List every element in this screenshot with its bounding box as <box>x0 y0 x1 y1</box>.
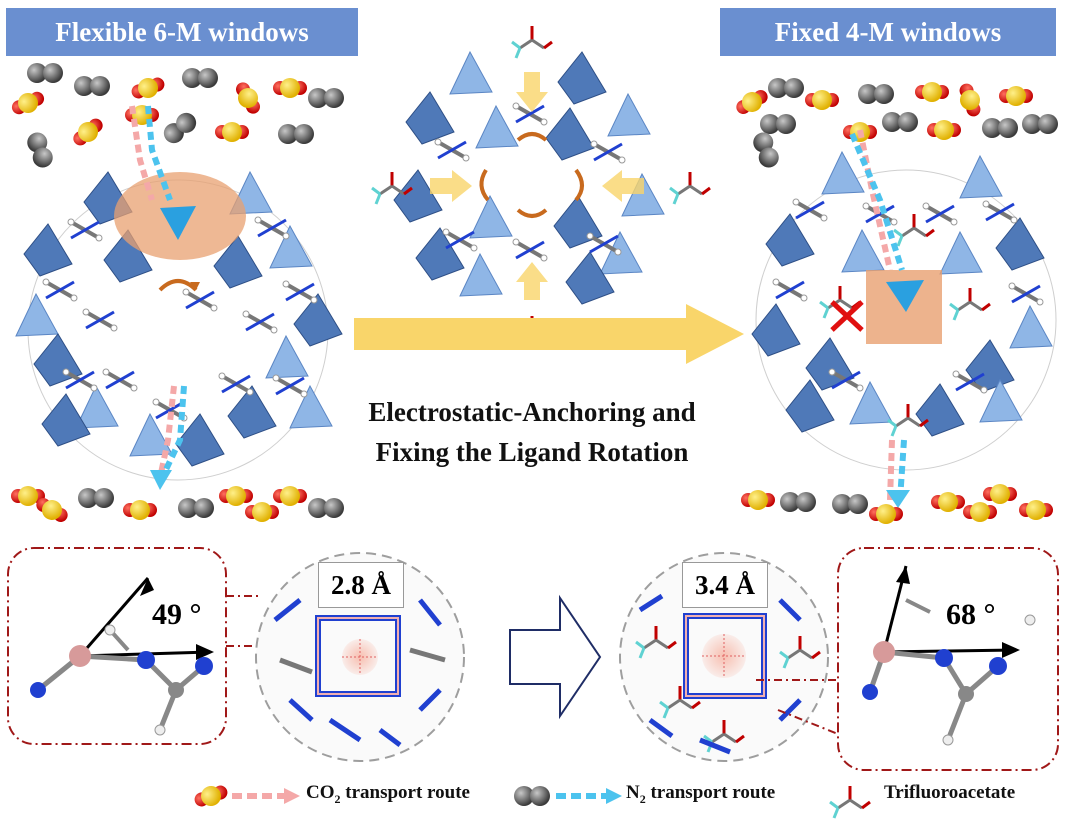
legend-co2-prefix: CO <box>306 782 335 803</box>
comparison-arrow <box>509 594 602 720</box>
left-transport-routes <box>129 105 187 490</box>
fixed-window-banner: Fixed 4-M windows <box>720 8 1056 56</box>
right-gas-cloud-top <box>732 78 1058 171</box>
flexible-window-title: Flexible 6-M windows <box>55 16 309 47</box>
right-angle-inset <box>837 547 1059 771</box>
legend-n2-suffix: transport route <box>645 782 776 803</box>
left-framework <box>15 171 343 481</box>
legend-trifluoroacetate-icon <box>828 784 872 819</box>
right-angle-value: 68 ° <box>946 598 996 631</box>
left-gas-cloud-top <box>8 63 344 171</box>
legend-co2-icon <box>191 780 300 812</box>
center-anion-approach <box>370 24 712 350</box>
legend-co2-suffix: transport route <box>340 782 470 803</box>
right-transport-routes <box>849 129 910 508</box>
right-framework <box>751 151 1057 471</box>
right-window-distance: 3.4 Å <box>682 562 768 608</box>
mechanism-caption: Electrostatic-Anchoring and Fixing the L… <box>320 392 744 472</box>
legend-co2-sub: 2 <box>334 791 341 806</box>
left-pore-sphere <box>255 552 465 762</box>
fixed-window-title: Fixed 4-M windows <box>774 16 1002 47</box>
transition-arrow <box>354 304 744 364</box>
legend-n2-prefix: N <box>626 782 640 803</box>
left-angle-inset <box>7 547 262 745</box>
legend-trifluoroacetate-label: Trifluoroacetate <box>884 782 1016 803</box>
legend-n2-icon <box>514 786 622 806</box>
caption-line-2: Fixing the Ligand Rotation <box>375 437 689 467</box>
caption-line-1: Electrostatic-Anchoring and <box>368 397 696 427</box>
left-angle-value: 49 ° <box>152 598 202 631</box>
left-window-distance: 2.8 Å <box>318 562 404 608</box>
legend-n2-sub: 2 <box>639 791 646 806</box>
flexible-window-banner: Flexible 6-M windows <box>6 8 358 56</box>
left-gas-cloud-bottom <box>11 486 344 528</box>
right-pore-sphere <box>619 552 870 762</box>
legend-co2-label: CO2 transport route <box>306 782 470 807</box>
legend-n2-label: N2 transport route <box>626 782 775 807</box>
